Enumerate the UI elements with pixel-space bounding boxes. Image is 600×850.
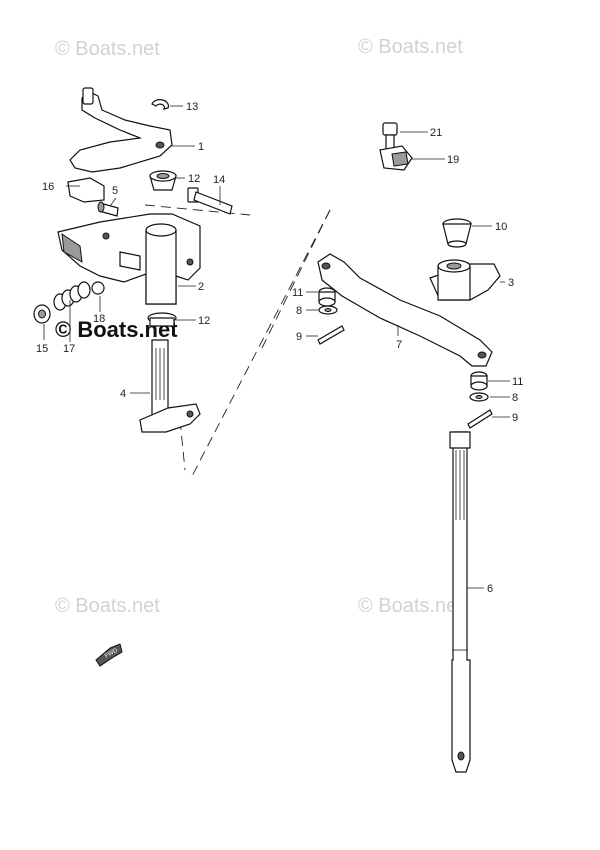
callout-8: 8: [296, 305, 302, 317]
callout-13: 13: [186, 101, 198, 113]
watermark: © Boats.net: [55, 38, 160, 60]
callout-5: 5: [112, 185, 118, 197]
part-11-collar-b: [470, 371, 488, 391]
part-2-housing: [57, 213, 201, 305]
part-12-bushing-bottom: [147, 312, 177, 327]
part-15-plug: [33, 304, 51, 324]
guide-line: [189, 209, 331, 481]
part-10-cap: [442, 218, 472, 248]
callout-12: 12: [198, 315, 210, 327]
callout-2: 2: [198, 281, 204, 293]
part-12-bushing-top: [149, 170, 177, 191]
callout-14: 14: [213, 174, 225, 186]
part-8-washer-a: [318, 305, 338, 315]
guide-line: [144, 204, 251, 216]
guide-line: [179, 419, 186, 471]
callout-3: 3: [508, 277, 514, 289]
guide-line: [261, 209, 331, 349]
part-17-spring: [53, 281, 91, 311]
callout-8: 8: [512, 392, 518, 404]
part-9-cotter-b: [467, 409, 493, 429]
callout-leaders: [43, 105, 510, 589]
part-5-pin: [97, 201, 119, 217]
watermark: © Boats.net: [358, 36, 463, 58]
part-9-cotter-a: [317, 325, 345, 345]
part-3-arm: [429, 259, 501, 301]
part-4-shaft: [139, 339, 201, 433]
part-13-e-clip: [151, 99, 170, 110]
callout-21: 21: [430, 127, 442, 139]
callout-19: 19: [447, 154, 459, 166]
part-16-clip: [67, 177, 105, 203]
callout-labels: 13 1 12 14 16 5 2 15 17 18 12 4 21 19 10…: [36, 101, 523, 595]
callout-10: 10: [495, 221, 507, 233]
callout-11: 11: [292, 287, 303, 299]
callout-9: 9: [296, 331, 302, 343]
callout-12: 12: [188, 173, 200, 185]
fwd-arrow: FWD: [95, 643, 123, 667]
callout-11: 11: [512, 376, 523, 388]
watermark: © Boats.net: [55, 595, 160, 617]
callout-16: 16: [42, 181, 54, 193]
callout-15: 15: [36, 343, 48, 355]
callout-4: 4: [120, 388, 126, 400]
callout-7: 7: [396, 339, 402, 351]
part-1-lever-bracket: [69, 87, 173, 173]
watermark: © Boats.net: [358, 595, 463, 617]
part-19-clamp: [379, 145, 413, 171]
callout-18: 18: [93, 313, 105, 325]
part-18-ball: [91, 281, 105, 295]
part-21-bolt: [382, 122, 398, 150]
part-6-shift-rod: [449, 431, 471, 773]
part-8-washer-b: [469, 392, 489, 402]
callout-6: 6: [487, 583, 493, 595]
part-11-collar-a: [318, 287, 336, 307]
callout-1: 1: [198, 141, 204, 153]
callout-9: 9: [512, 412, 518, 424]
callout-17: 17: [63, 343, 75, 355]
part-7-link: [317, 253, 493, 367]
